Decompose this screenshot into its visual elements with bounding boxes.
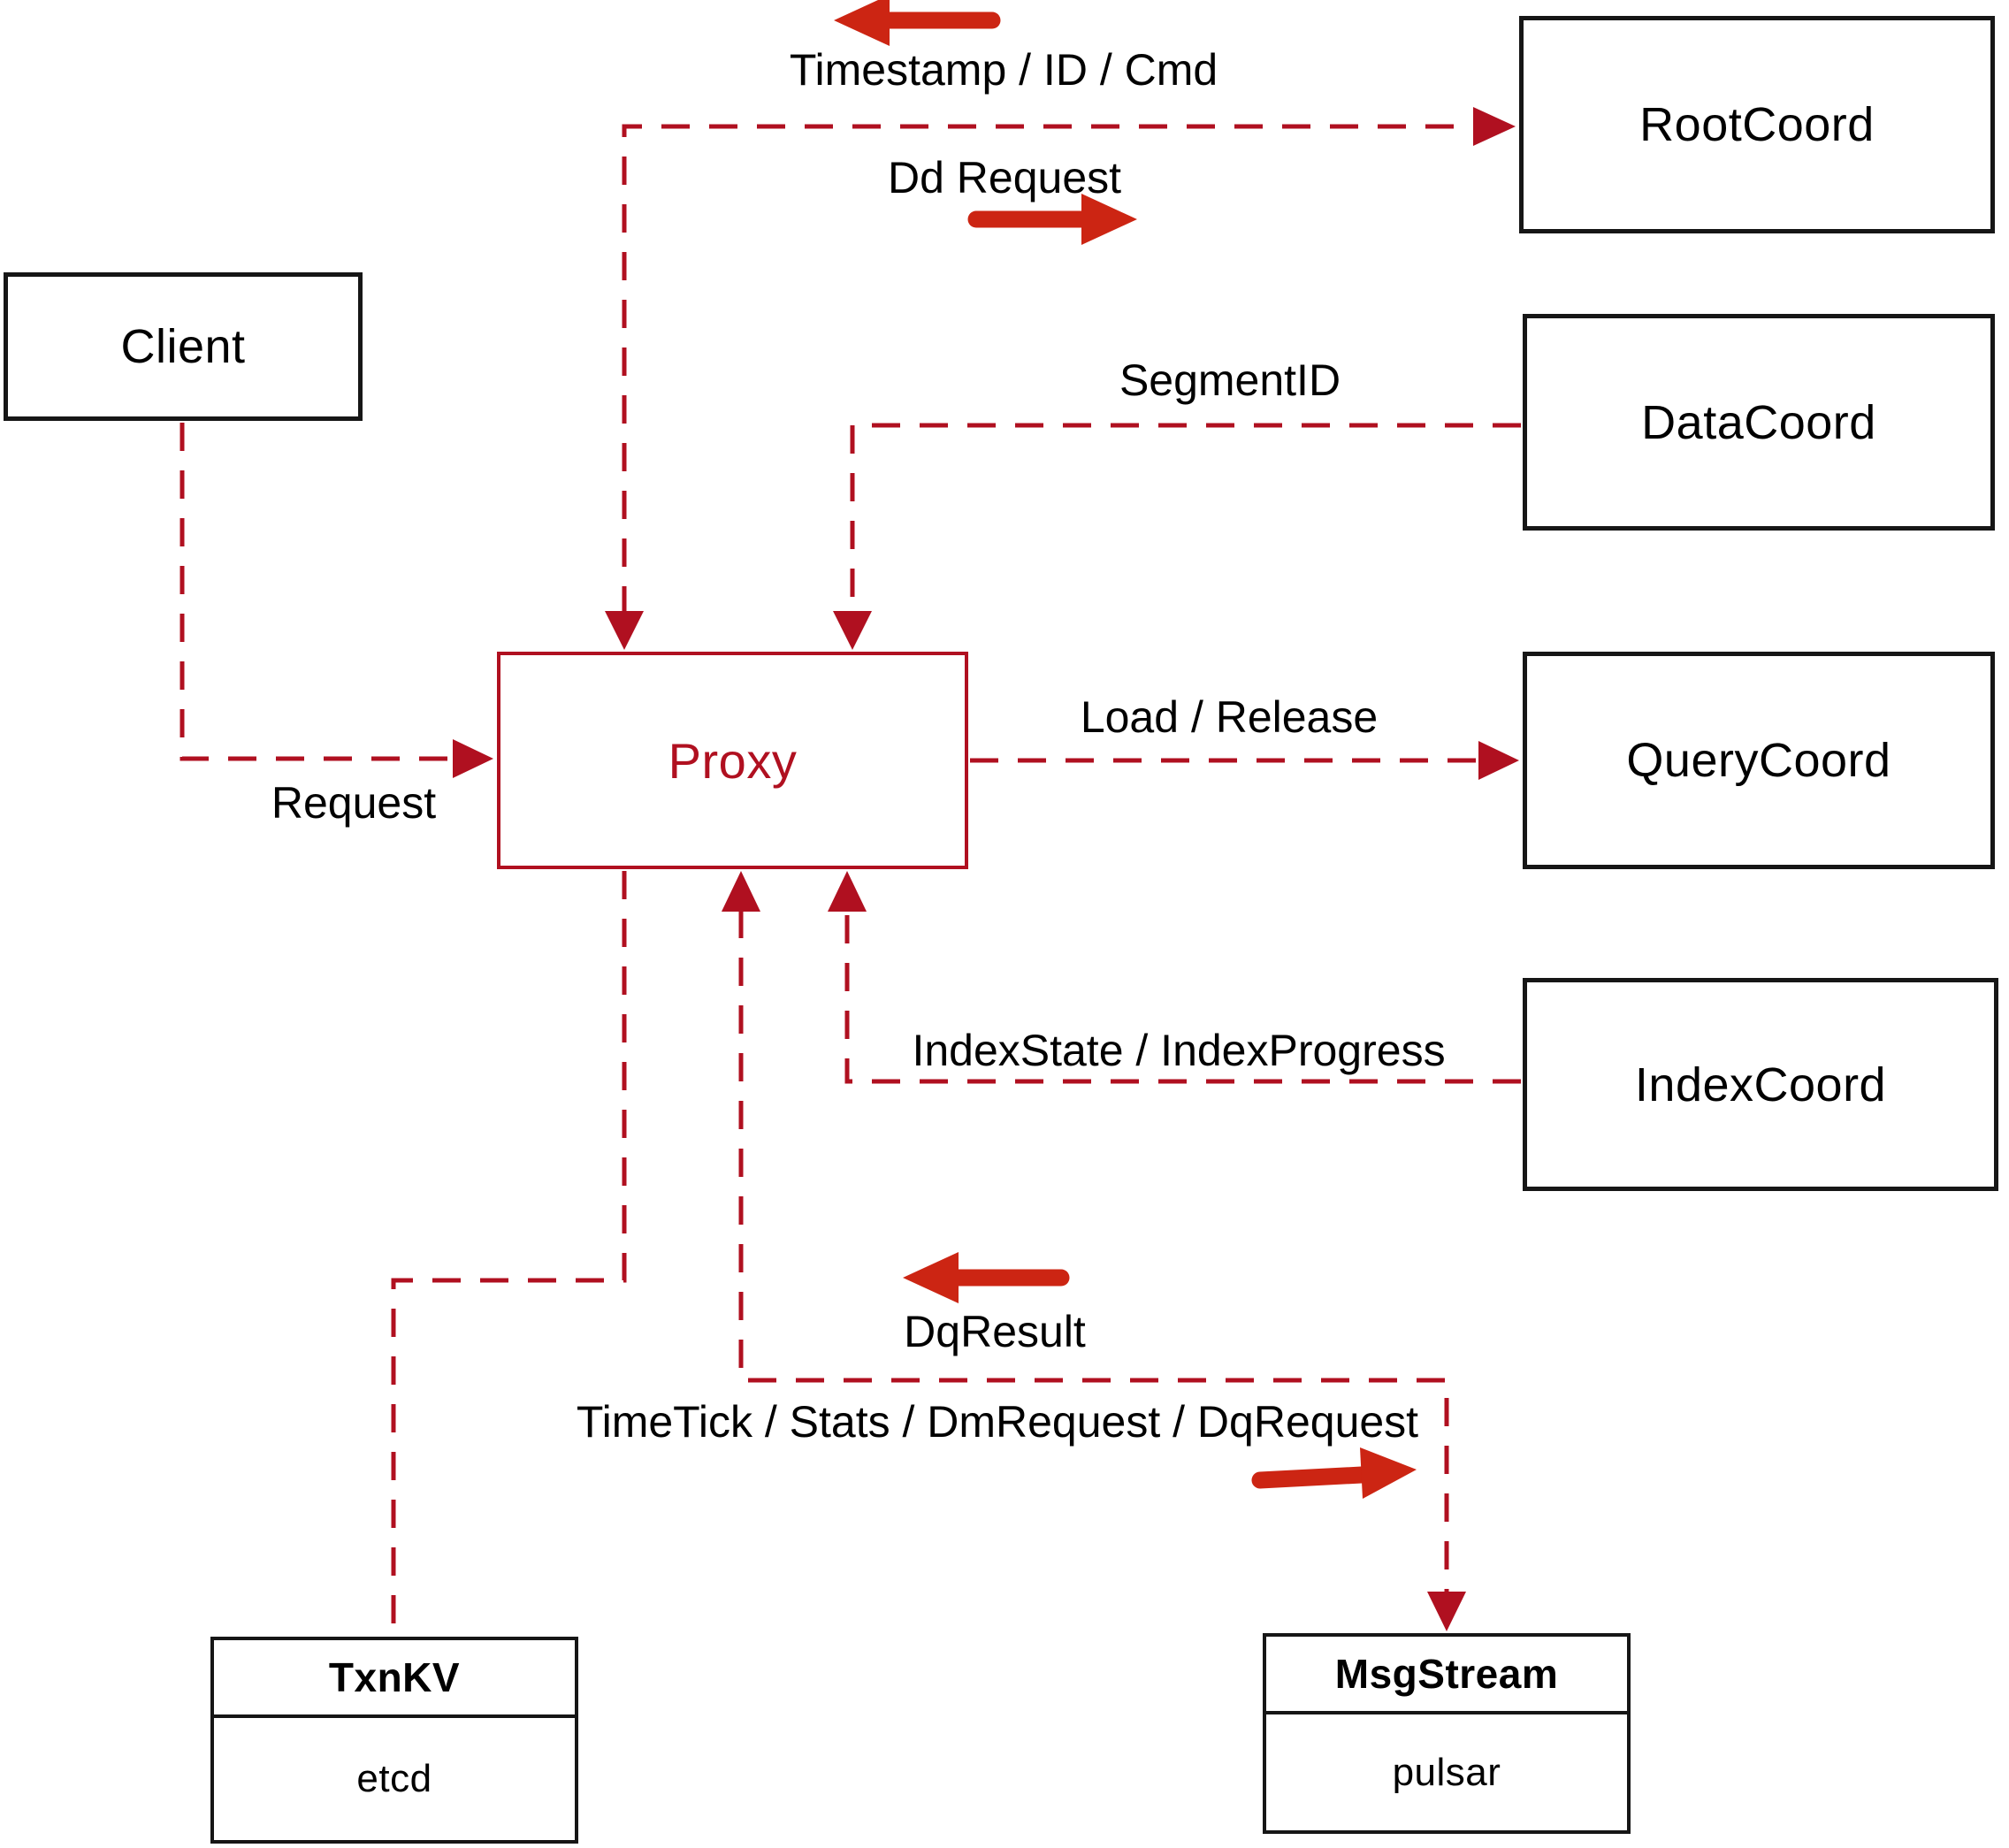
connector-client-proxy — [180, 423, 456, 761]
edge-label-dd-request: Dd Request — [887, 153, 1122, 202]
node-query-coord-label: QueryCoord — [1626, 734, 1891, 787]
edge-label-dq-result: DqResult — [904, 1307, 1086, 1356]
arrow-right-icon — [967, 194, 1137, 245]
arrowhead-into-querycoord — [1478, 741, 1519, 780]
node-client-label: Client — [120, 320, 246, 373]
arrow-right-icon — [1251, 1447, 1417, 1499]
arrowhead-into-proxy-bottom-left — [722, 871, 760, 912]
arrow-left-icon — [903, 1252, 1070, 1303]
connector-proxy-rootcoord — [622, 124, 1475, 615]
node-proxy-label: Proxy — [668, 732, 798, 789]
node-query-coord: QueryCoord — [1523, 652, 1995, 869]
node-data-coord-label: DataCoord — [1641, 395, 1876, 449]
node-txn-kv: TxnKV etcd — [210, 1637, 578, 1844]
connector-proxy-msgstream — [738, 910, 1449, 1594]
node-msg-stream: MsgStream pulsar — [1263, 1633, 1631, 1834]
arrowhead-into-proxy-left — [453, 739, 493, 778]
connector-proxy-txnkv — [391, 871, 627, 1635]
arrowhead-into-proxy-top-left — [605, 611, 644, 650]
txn-kv-title: TxnKV — [214, 1640, 575, 1718]
edge-label-segment-id: SegmentID — [1119, 355, 1341, 405]
edge-label-index-state-progress: IndexState / IndexProgress — [912, 1026, 1446, 1075]
node-data-coord: DataCoord — [1523, 314, 1995, 531]
arrowhead-into-proxy-bottom-right — [828, 871, 867, 912]
node-client: Client — [4, 272, 363, 421]
edge-label-load-release: Load / Release — [1080, 692, 1379, 742]
edge-label-time-tick-stats: TimeTick / Stats / DmRequest / DqRequest — [576, 1397, 1419, 1447]
arrow-left-icon — [834, 0, 1001, 46]
txn-kv-subtitle: etcd — [356, 1757, 432, 1800]
arrowhead-into-rootcoord — [1473, 107, 1516, 146]
node-index-coord: IndexCoord — [1523, 978, 1998, 1191]
node-index-coord-label: IndexCoord — [1634, 1058, 1887, 1111]
node-root-coord: RootCoord — [1519, 16, 1995, 233]
arrowhead-into-proxy-top-right — [833, 611, 872, 650]
connector-indexcoord-proxy — [844, 910, 1521, 1084]
msg-stream-subtitle: pulsar — [1392, 1750, 1501, 1794]
node-proxy: Proxy — [497, 652, 968, 869]
arrowhead-into-msgstream — [1427, 1592, 1466, 1631]
edge-label-timestamp-id-cmd: Timestamp / ID / Cmd — [789, 45, 1218, 95]
edge-label-request: Request — [271, 778, 437, 828]
connector-datacoord-proxy — [850, 423, 1521, 615]
node-root-coord-label: RootCoord — [1639, 98, 1875, 151]
msg-stream-title: MsgStream — [1266, 1637, 1627, 1714]
